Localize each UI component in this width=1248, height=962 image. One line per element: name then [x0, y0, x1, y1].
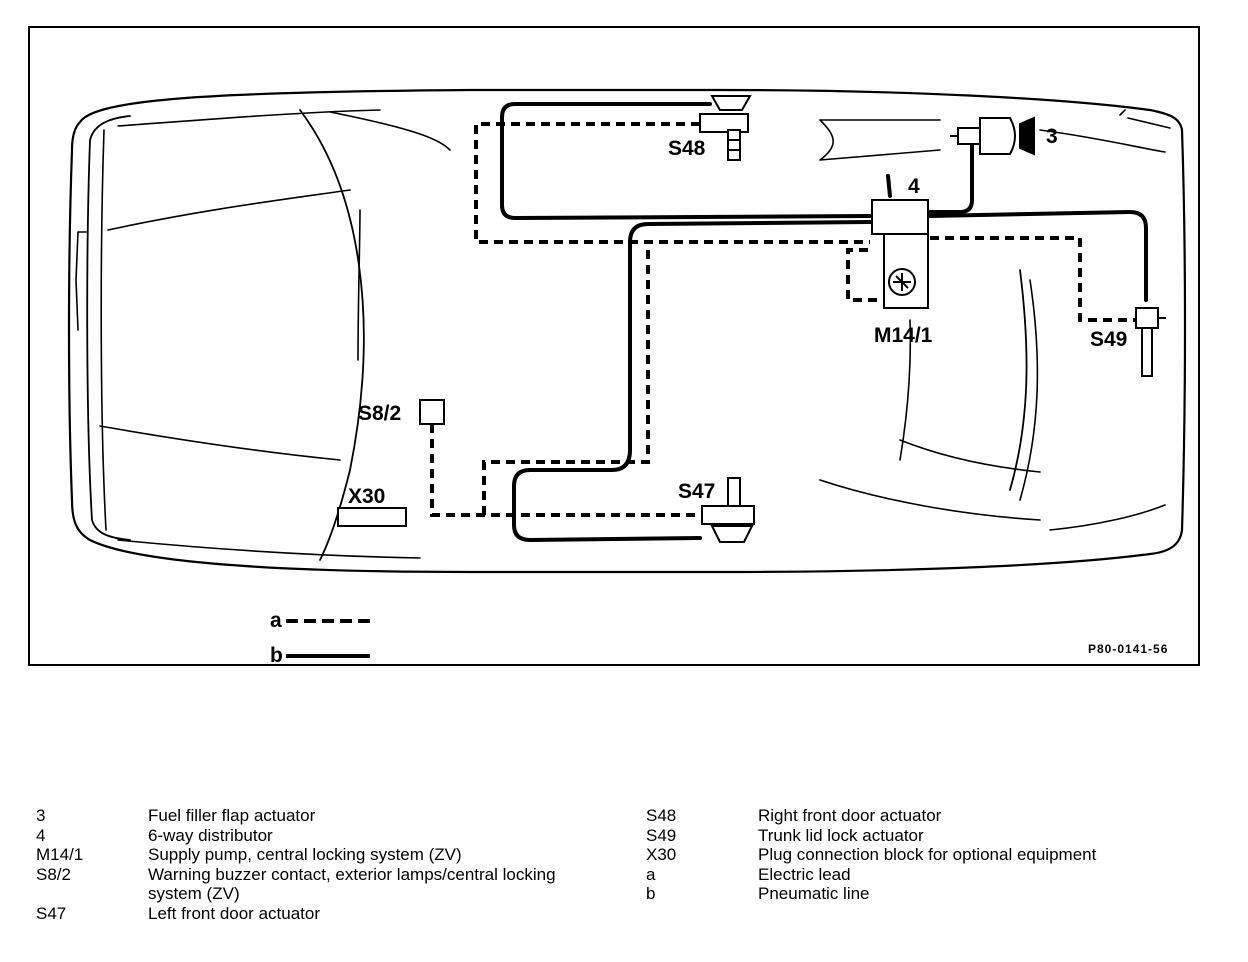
electric-leads — [430, 122, 1142, 517]
figure-code: P80-0141-56 — [1088, 642, 1168, 656]
legend-key: b — [646, 884, 656, 903]
legend-row: S49 Trunk lid lock actuator — [646, 826, 1178, 846]
label-3: 3 — [1046, 125, 1058, 148]
legend-row: S8/2 Warning buzzer contact, exterior lam… — [36, 865, 568, 904]
label-x30: X30 — [348, 485, 385, 508]
s8-2-contact — [419, 399, 445, 425]
label-s8-2: S8/2 — [358, 402, 401, 425]
legend-row: 3 Fuel filler flap actuator — [36, 806, 568, 826]
label-4: 4 — [908, 175, 920, 198]
s48-actuator — [699, 95, 752, 161]
components — [337, 95, 1166, 543]
legend-row: a Electric lead — [646, 865, 1178, 885]
legend-key: S48 — [646, 806, 677, 825]
legend-desc: Left front door actuator — [148, 903, 320, 923]
s47-actuator — [701, 477, 755, 543]
legend-row: b Pneumatic line — [646, 884, 1178, 904]
legend-key: 3 — [36, 806, 46, 825]
legend-key: S8/2 — [36, 864, 71, 884]
legend-key: 4 — [36, 825, 46, 845]
legend-desc: Plug connection block for optional equip… — [758, 845, 1097, 864]
distributor-and-pump — [871, 199, 929, 309]
legend-row: S47 Left front door actuator — [36, 904, 568, 924]
label-s47: S47 — [678, 480, 715, 503]
legend-key: M14/1 — [36, 845, 84, 864]
legend-desc: 6-way distributor — [148, 825, 273, 845]
label-m14-1: M14/1 — [874, 324, 933, 347]
legend-desc: Warning buzzer contact, exterior lamps/c… — [148, 864, 556, 904]
x30-connector — [337, 507, 407, 527]
legend-left: 3 Fuel filler flap actuator 4 6-way distri… — [36, 806, 568, 923]
diagram-labels: S48 3 4 M14/1 S49 S8/2 X30 S47 — [348, 125, 1127, 508]
legend-desc: Electric lead — [758, 864, 851, 884]
legend-key: a — [646, 864, 656, 884]
s49-actuator — [1135, 307, 1166, 377]
label-s49: S49 — [1090, 328, 1127, 351]
legend-row: M14/1 Supply pump, central locking system… — [36, 845, 568, 865]
line-key: a b — [270, 609, 370, 667]
legend-desc: Fuel filler flap actuator — [148, 806, 316, 825]
legend-right: S48 Right front door actuator S49 Trunk li… — [646, 806, 1178, 904]
legend-desc: Pneumatic line — [758, 884, 870, 903]
legend-key: S47 — [36, 903, 67, 923]
car-outline — [67, 88, 1187, 574]
legend-desc: Right front door actuator — [758, 806, 942, 825]
legend-row: X30 Plug connection block for optional eq… — [646, 845, 1178, 865]
legend-row: S48 Right front door actuator — [646, 806, 1178, 826]
label-s48: S48 — [668, 137, 706, 160]
legend-key: X30 — [646, 845, 677, 864]
key-b-label: b — [270, 644, 283, 667]
key-a-label: a — [270, 609, 282, 632]
fuel-flap-actuator — [950, 116, 1035, 156]
legend-desc: Supply pump, central locking system (ZV) — [148, 845, 462, 864]
diagram-frame — [28, 26, 1200, 666]
legend-key: S49 — [646, 825, 677, 845]
legend-row: 4 6-way distributor — [36, 826, 568, 846]
pneumatic-lines — [500, 102, 1148, 542]
legend-desc: Trunk lid lock actuator — [758, 825, 924, 845]
